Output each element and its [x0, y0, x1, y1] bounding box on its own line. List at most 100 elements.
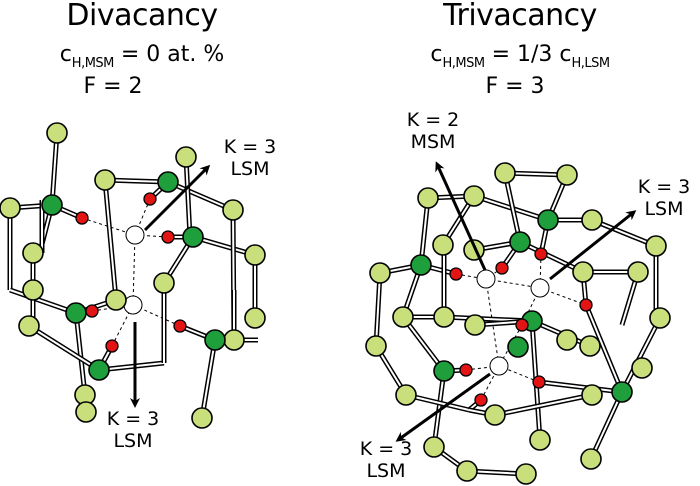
si-atom: [580, 448, 602, 470]
si-atom: [191, 407, 213, 429]
si-h-atom: [507, 336, 529, 358]
si-atom: [631, 357, 653, 379]
si-atom: [153, 272, 175, 294]
si-atom: [22, 242, 44, 264]
divacancy-title: Divacancy: [66, 0, 218, 33]
trivacancy-concentration: cH,MSM = 1/3 cH,LSM: [430, 42, 611, 71]
si-h-atom: [182, 226, 204, 248]
hbond-dash: [132, 234, 136, 306]
annotation-arrows: [130, 161, 637, 442]
si-h-atom: [611, 381, 633, 403]
trivacancy-panel: Trivacancy cH,MSM = 1/3 cH,LSM F = 3 K =…: [350, 0, 700, 486]
h-atom: [579, 298, 593, 312]
si-h-atom: [41, 194, 63, 216]
divacancy-structure: [0, 122, 266, 429]
vacancy-site: [530, 278, 550, 298]
annotation-type: LSM: [230, 158, 270, 180]
si-atom: [223, 329, 245, 351]
si-atom: [244, 244, 266, 266]
conc-subscript-lsm: H,LSM: [571, 56, 611, 71]
si-atom: [484, 404, 506, 426]
trivacancy-structure: [365, 162, 671, 485]
annotation-k3-lsm-top: K = 3 LSM: [224, 136, 277, 180]
si-atom: [369, 262, 391, 284]
annotation-type: LSM: [113, 430, 153, 452]
si-atom: [244, 307, 266, 329]
si-atom: [645, 235, 667, 257]
h-atom: [495, 261, 509, 275]
conc-symbol: c: [430, 42, 443, 67]
annotation-k: K = 3: [223, 136, 277, 158]
annotation-k: K = 3: [359, 438, 413, 460]
conc-value: = 0 at. %: [113, 42, 225, 67]
si-atom: [433, 306, 455, 328]
arrow-icon: [549, 210, 637, 281]
si-h-atom: [157, 171, 179, 193]
arrow-icon: [435, 161, 487, 271]
conc-symbol: c: [59, 42, 72, 67]
si-atom: [579, 335, 601, 357]
h-atom: [515, 318, 529, 332]
trivacancy-title: Trivacancy: [443, 0, 597, 33]
si-atom: [529, 429, 551, 451]
hbond-dash: [498, 365, 540, 383]
si-atom: [581, 209, 603, 231]
h-atom: [143, 192, 157, 206]
conc-subscript: H,MSM: [71, 56, 115, 71]
annotation-k3-lsm-bottom-left: K = 3 LSM: [360, 438, 413, 482]
si-atom: [94, 169, 116, 191]
annotation-k: K = 2: [406, 109, 460, 131]
trivacancy-f-value: F = 3: [485, 74, 545, 99]
si-h-atom: [410, 254, 432, 276]
divacancy-concentration: cH,MSM = 0 at. %: [60, 42, 225, 71]
si-atom: [581, 384, 603, 406]
si-atom: [572, 261, 594, 283]
si-atom: [105, 289, 127, 311]
h-atom: [449, 267, 463, 281]
h-atom: [532, 375, 546, 389]
annotation-type: LSM: [366, 460, 406, 482]
arrow-icon: [395, 372, 491, 442]
si-atom: [556, 329, 578, 351]
annotation-k: K = 3: [637, 176, 691, 198]
si-atom: [392, 306, 414, 328]
annotation-k2-msm: K = 2 MSM: [407, 109, 460, 153]
h-atom: [75, 211, 89, 225]
si-atom: [395, 384, 417, 406]
si-h-atom: [537, 209, 559, 231]
si-atom: [556, 164, 578, 186]
si-atom: [175, 146, 197, 168]
si-atom: [463, 185, 485, 207]
conc-value: = 1/3 c: [484, 42, 572, 67]
vacancy-site: [476, 269, 496, 289]
si-atom: [46, 122, 68, 144]
si-h-atom: [509, 231, 531, 253]
hbond-dash: [498, 324, 523, 367]
si-h-atom: [433, 360, 455, 382]
si-atom: [464, 314, 486, 336]
vacancy-site: [489, 356, 509, 376]
si-atom: [649, 307, 671, 329]
si-h-atom: [204, 329, 226, 351]
annotation-k: K = 3: [106, 408, 160, 430]
si-atom: [0, 197, 21, 219]
si-atom: [417, 187, 439, 209]
si-atom: [222, 199, 244, 221]
si-atom: [494, 162, 516, 184]
si-h-atom: [88, 359, 110, 381]
divacancy-f-value: F = 2: [83, 74, 143, 99]
si-atom: [18, 315, 40, 337]
si-h-atom: [65, 302, 87, 324]
h-atom: [173, 319, 187, 333]
si-atom: [515, 463, 537, 485]
si-atom: [456, 460, 478, 482]
annotation-k3-lsm-right: K = 3 LSM: [638, 176, 691, 220]
vacancy-site: [125, 225, 145, 245]
si-atom: [22, 279, 44, 301]
annotation-type: MSM: [410, 131, 456, 153]
arrow-icon: [143, 164, 211, 232]
h-atom: [85, 304, 99, 318]
si-atom: [75, 401, 97, 423]
si-atom: [423, 436, 445, 458]
